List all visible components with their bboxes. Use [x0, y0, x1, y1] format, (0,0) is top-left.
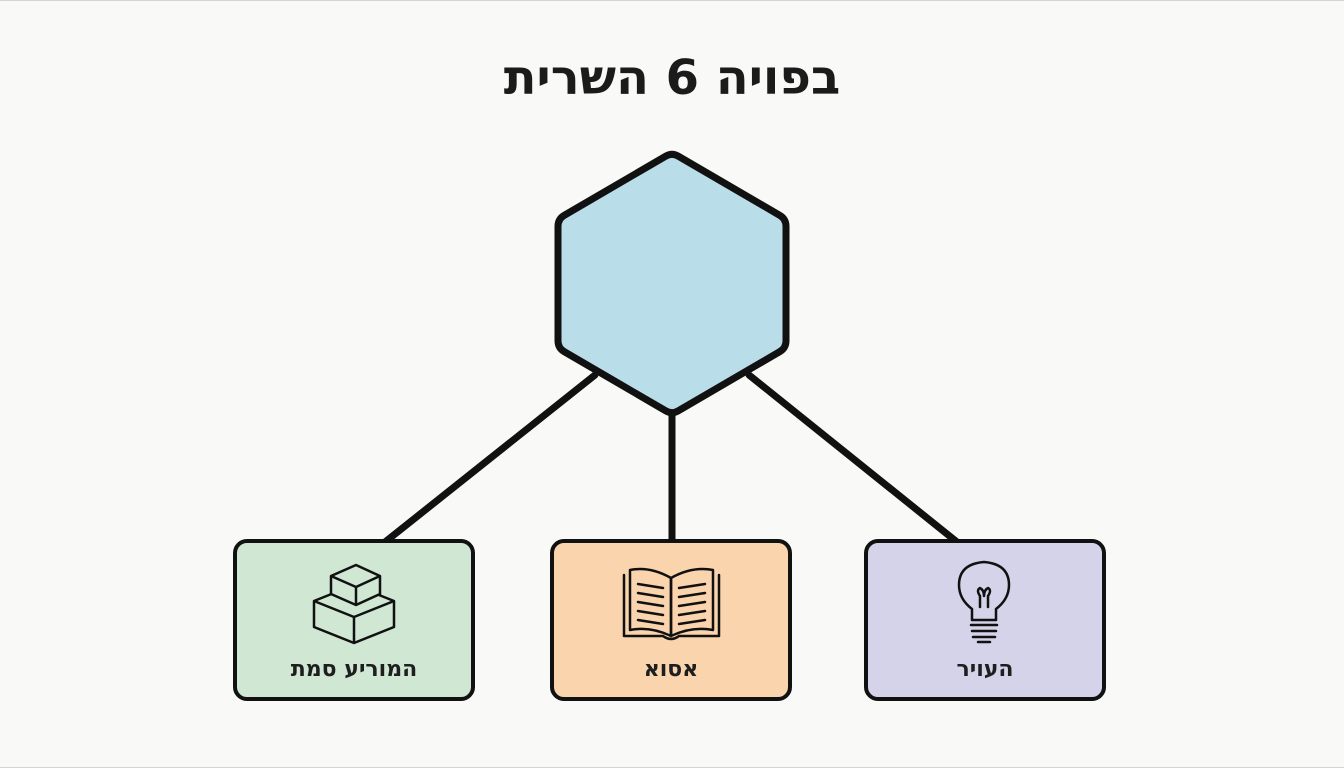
card-middle-label: אסוא	[643, 657, 699, 682]
top-border	[0, 0, 1344, 1]
connector-right	[745, 371, 961, 546]
card-left-label: המוריע סמת	[290, 657, 418, 682]
connector-left	[381, 371, 599, 546]
card-right-label: העויר	[956, 657, 1014, 682]
stacked-boxes-icon	[312, 563, 396, 645]
open-book-icon	[622, 567, 721, 641]
diagram-title: בפויה 6 השרית	[503, 50, 841, 106]
lightbulb-icon	[957, 560, 1011, 644]
hub-hexagon	[554, 150, 790, 417]
